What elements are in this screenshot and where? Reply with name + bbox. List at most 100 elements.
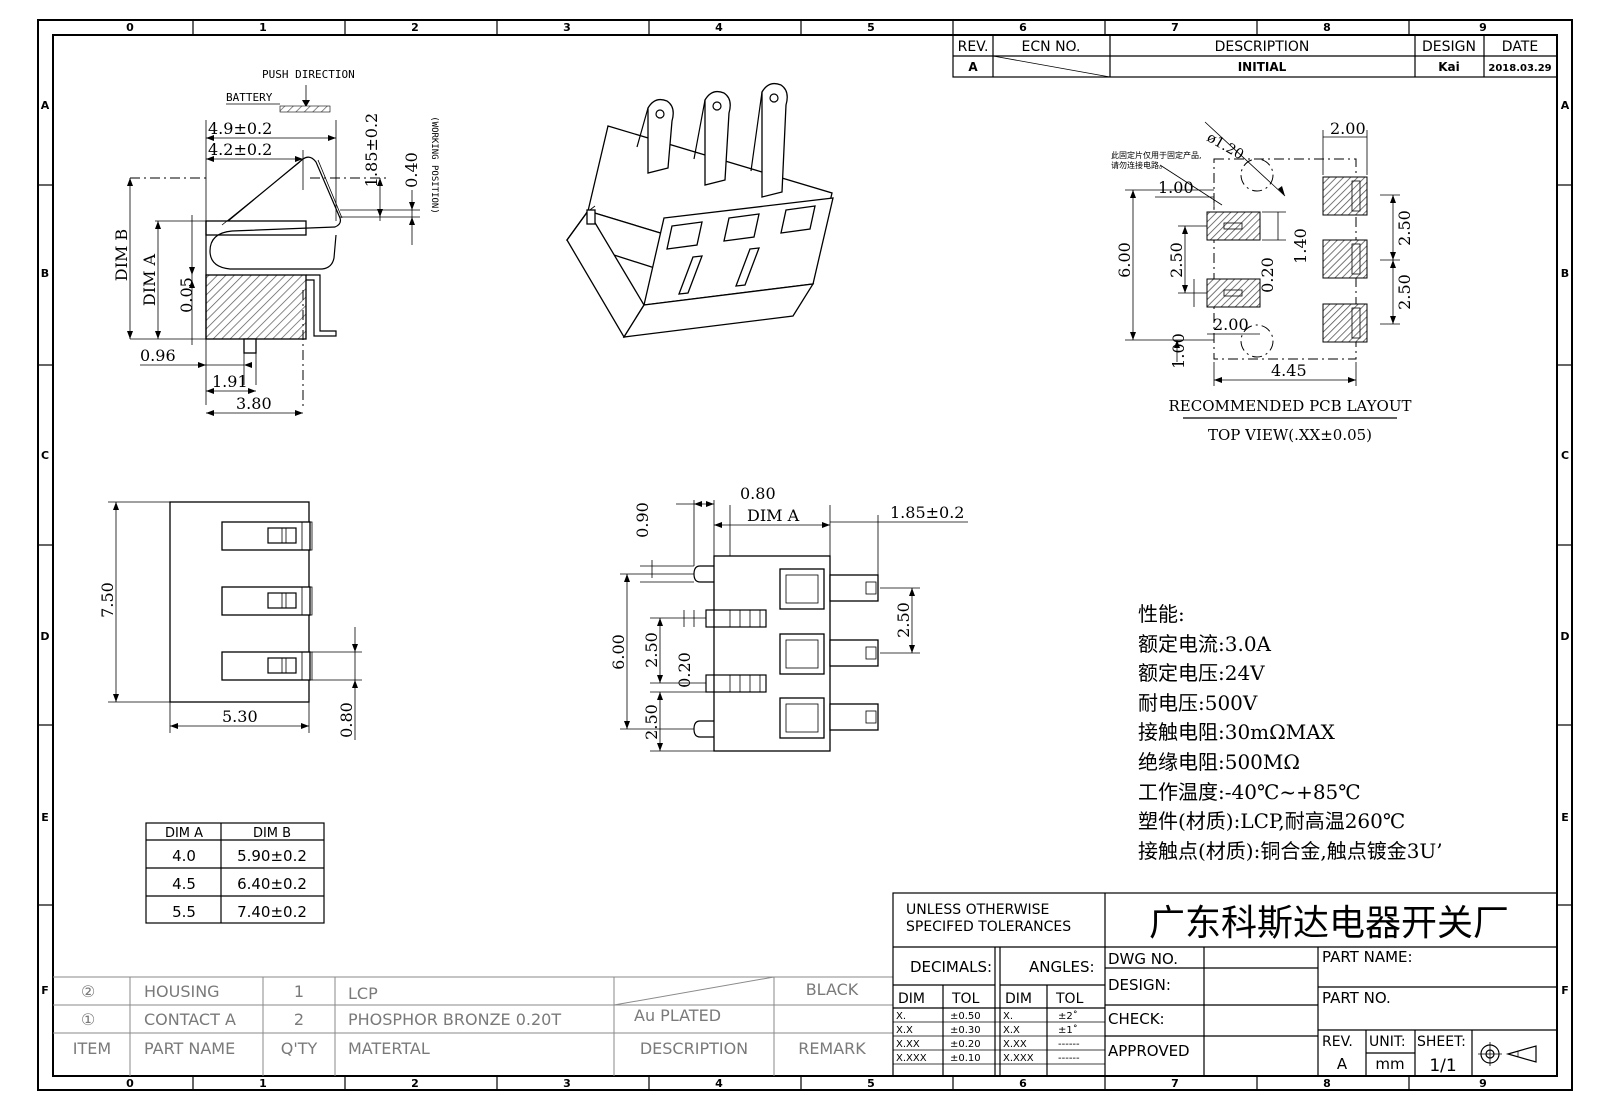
dim-table-cell: 5.5 bbox=[172, 903, 196, 921]
design-header: DESIGN bbox=[1422, 39, 1476, 55]
dim-1-00-top: 1.00 bbox=[1158, 178, 1194, 197]
angles-label: ANGLES: bbox=[1029, 958, 1095, 976]
tolerance-note-line1: UNLESS OTHERWISE bbox=[906, 902, 1049, 918]
bom-remark: BLACK bbox=[806, 980, 859, 999]
bom-item: ② bbox=[81, 982, 95, 1001]
dim-1-85-bottom: 1.85±0.2 bbox=[890, 503, 964, 522]
dim-label: DIM bbox=[898, 991, 925, 1007]
dec-dim: X. bbox=[896, 1011, 906, 1022]
pcb-note-line2: 请勿连接电路。 bbox=[1111, 160, 1167, 170]
bom-item: ① bbox=[81, 1010, 95, 1029]
tol-label: TOL bbox=[1055, 991, 1084, 1007]
zone-row-label: C bbox=[41, 449, 49, 462]
bom-header-part-name: PART NAME bbox=[144, 1039, 235, 1058]
date-header: DATE bbox=[1502, 39, 1538, 55]
dim-table-cell: 7.40±0.2 bbox=[237, 903, 307, 921]
zone-col-label: 3 bbox=[563, 21, 571, 34]
dim-2-00-mid: 2.00 bbox=[1213, 315, 1249, 334]
dim-table-cell: 6.40±0.2 bbox=[237, 875, 307, 893]
dim-1-40: 1.40 bbox=[1291, 228, 1310, 264]
spec-withstand-voltage: 耐电压:500V bbox=[1138, 690, 1258, 715]
zone-row-label: B bbox=[1561, 267, 1569, 280]
dim-2-50-right-2: 2.50 bbox=[1395, 274, 1414, 310]
zone-row-label: B bbox=[41, 267, 49, 280]
bom-description: Au PLATED bbox=[634, 1006, 721, 1025]
sheet-value: 1/1 bbox=[1429, 1056, 1456, 1076]
dim-3-80: 3.80 bbox=[236, 394, 272, 413]
zone-col-label: 7 bbox=[1171, 1077, 1179, 1090]
rev-value: A bbox=[968, 60, 978, 74]
dim-6-00: 6.00 bbox=[1115, 242, 1134, 278]
dec-tol: ±0.20 bbox=[950, 1039, 981, 1050]
dim-2-50-left-bottom: 2.50 bbox=[642, 632, 661, 668]
dim-2-00-top: 2.00 bbox=[1330, 119, 1366, 138]
dim-0-96: 0.96 bbox=[140, 346, 176, 365]
zone-col-label: 1 bbox=[259, 21, 267, 34]
projection-symbol-icon bbox=[1478, 1042, 1537, 1066]
spec-heading: 性能: bbox=[1138, 602, 1185, 626]
spec-rated-current: 额定电流:3.0A bbox=[1138, 631, 1271, 656]
dec-dim: X.X bbox=[896, 1025, 913, 1036]
spec-rated-voltage: 额定电压:24V bbox=[1138, 661, 1265, 686]
zone-row-label: F bbox=[41, 984, 49, 997]
dim-1-00-bottom: 1.00 bbox=[1169, 333, 1188, 369]
dec-tol: ±0.30 bbox=[950, 1025, 981, 1036]
bom-header-material: MATERTAL bbox=[348, 1039, 430, 1058]
dim-0-80-front: 0.80 bbox=[337, 702, 356, 738]
zone-col-label: 1 bbox=[259, 1077, 267, 1090]
zone-col-label: 0 bbox=[126, 21, 134, 34]
zone-row-label: A bbox=[41, 99, 50, 112]
zone-col-label: 3 bbox=[563, 1077, 571, 1090]
part-name-label: PART NAME: bbox=[1322, 948, 1413, 966]
battery-label: BATTERY bbox=[226, 91, 273, 104]
dim-0-05: 0.05 bbox=[177, 277, 196, 313]
zone-col-label: 9 bbox=[1479, 21, 1487, 34]
decimals-label: DECIMALS: bbox=[910, 958, 992, 976]
zone-col-label: 7 bbox=[1171, 21, 1179, 34]
zone-col-label: 4 bbox=[715, 1077, 723, 1090]
dim-0-20-bottom: 0.20 bbox=[675, 652, 694, 688]
zone-col-label: 5 bbox=[867, 1077, 875, 1090]
dim-2-50-right-1: 2.50 bbox=[1395, 210, 1414, 246]
approved-label: APPROVED bbox=[1108, 1042, 1190, 1060]
dim-label: DIM bbox=[1005, 991, 1032, 1007]
tolerance-note-line2: SPECIFED TOLERANCES bbox=[906, 919, 1071, 935]
design-label: DESIGN: bbox=[1108, 976, 1171, 994]
dec-dim: X.XXX bbox=[896, 1053, 927, 1064]
spec-insulation-resistance: 绝缘电阻:500MΩ bbox=[1138, 749, 1300, 774]
company-name: 广东科斯达电器开关厂 bbox=[1149, 903, 1509, 944]
bom-header-description: DESCRIPTION bbox=[640, 1039, 748, 1058]
dim-2-50-bottom: 2.50 bbox=[642, 704, 661, 740]
unit-label: UNIT: bbox=[1369, 1034, 1406, 1050]
ecn-header: ECN NO. bbox=[1022, 39, 1081, 55]
front-view: 7.50 5.30 0.80 bbox=[98, 501, 362, 740]
zone-col-label: 5 bbox=[867, 21, 875, 34]
zone-row-label: D bbox=[40, 630, 49, 643]
zone-col-label: 2 bbox=[411, 21, 419, 34]
dim-table-header-a: DIM A bbox=[165, 826, 203, 841]
rev-value: A bbox=[1337, 1055, 1348, 1073]
unit-value: mm bbox=[1375, 1055, 1404, 1073]
dim-phi-1-20: ø1.20 bbox=[1204, 130, 1246, 164]
bom-part-name: HOUSING bbox=[144, 982, 220, 1001]
ang-tol: ±1˚ bbox=[1058, 1024, 1078, 1036]
pcb-note-line1: 此固定片仅用于固定产品, bbox=[1111, 150, 1202, 160]
tol-label: TOL bbox=[951, 991, 980, 1007]
dim-2-50-left: 2.50 bbox=[1167, 242, 1186, 278]
ang-dim: X.XXX bbox=[1003, 1053, 1034, 1064]
pcb-layout-title: RECOMMENDED PCB LAYOUT bbox=[1169, 397, 1412, 415]
ang-dim: X.XX bbox=[1003, 1039, 1027, 1050]
bom-qty: 1 bbox=[294, 982, 304, 1001]
zone-col-label: 0 bbox=[126, 1077, 134, 1090]
dim-1-91: 1.91 bbox=[212, 372, 248, 391]
zone-col-label: 2 bbox=[411, 1077, 419, 1090]
spec-housing-material: 塑件(材质):LCP,耐高温260℃ bbox=[1138, 809, 1406, 834]
part-no-label: PART NO. bbox=[1322, 989, 1391, 1007]
push-direction-label: PUSH DIRECTION bbox=[262, 68, 355, 81]
performance-specs: 性能: 额定电流:3.0A 额定电压:24V 耐电压:500V 接触电阻:30m… bbox=[1138, 600, 1578, 866]
zone-col-label: 4 bbox=[715, 21, 723, 34]
zone-row-label: C bbox=[1561, 449, 1569, 462]
design-value: Kai bbox=[1438, 60, 1460, 74]
pcb-layout-subtitle: TOP VIEW(.XX±0.05) bbox=[1208, 426, 1372, 444]
